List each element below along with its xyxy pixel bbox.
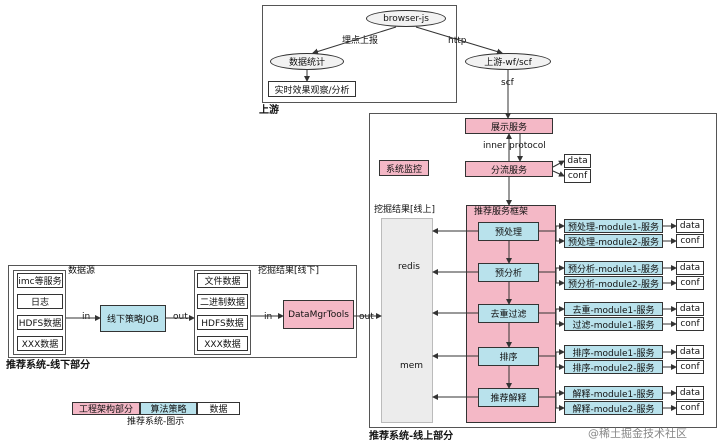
http-edge-label: http xyxy=(448,36,467,46)
edge-stage-modules xyxy=(539,349,565,357)
monitor-box: 系统监控 xyxy=(379,160,429,176)
mem-label: mem xyxy=(400,361,424,371)
browser-js-node: browser-js xyxy=(366,10,446,27)
split-service-box: 分流服务 xyxy=(465,161,553,177)
edge-stage-modules xyxy=(555,272,565,286)
stage-preprocess: 预处理 xyxy=(478,222,539,241)
edge-split-data xyxy=(552,160,565,168)
module-box: 预分析-module2-服务 xyxy=(564,276,663,290)
edge-stage-modules xyxy=(539,390,565,398)
watermark: @稀土掘金技术社区 xyxy=(588,427,687,440)
result-box: XXX数据 xyxy=(197,336,248,351)
storage-column xyxy=(381,218,433,423)
source-box: 日志 xyxy=(17,294,63,309)
legend-data: 数据 xyxy=(197,402,240,415)
results-frame xyxy=(194,270,251,355)
split-conf-box: conf xyxy=(564,169,591,183)
offline-job-box: 线下策略JOB xyxy=(100,305,166,332)
edge-stage-modules xyxy=(539,306,565,314)
legend-engineering: 工程架构部分 xyxy=(72,402,140,415)
edge-stage-modules xyxy=(555,356,565,370)
edge-stage-modules xyxy=(539,265,565,273)
report-edge-label: 埋点上报 xyxy=(342,36,379,46)
edge-report xyxy=(312,26,397,55)
module-box: 预处理-module2-服务 xyxy=(564,234,663,248)
in-edge-label: in xyxy=(82,312,91,322)
stats-node: 数据统计 xyxy=(270,53,344,70)
datamgr-box: DataMgrTools xyxy=(283,300,354,329)
result-box: HDFS数据 xyxy=(197,315,248,330)
in-edge-label-2: in xyxy=(264,312,273,322)
inner-protocol-label: inner protocol xyxy=(483,141,546,151)
source-label: 数据源 xyxy=(68,266,96,276)
upstream-title: 上游 xyxy=(259,105,279,116)
offline-title: 推荐系统-线下部分 xyxy=(6,360,91,371)
legend-caption: 推荐系统-图示 xyxy=(127,417,185,427)
source-box: HDFS数据 xyxy=(17,315,63,330)
edge-stage-modules xyxy=(555,231,565,244)
data-box: data xyxy=(676,261,704,275)
edge-stage-modules xyxy=(539,223,565,232)
conf-box: conf xyxy=(676,401,704,415)
edge-stage-modules xyxy=(555,313,565,327)
edge-split-conf xyxy=(552,170,565,177)
mining-offline-label: 挖掘结果[线下] xyxy=(258,266,320,276)
mining-online-label: 挖掘结果[线上] xyxy=(374,205,436,215)
framework-label: 推荐服务框架 xyxy=(474,207,529,217)
legend-algorithm: 算法策略 xyxy=(140,402,197,415)
module-box: 预处理-module1-服务 xyxy=(564,219,663,233)
redis-label: redis xyxy=(398,262,420,272)
conf-box: conf xyxy=(676,317,704,331)
edge-stage-modules xyxy=(555,397,565,411)
out-edge-label: out xyxy=(173,312,188,322)
module-box: 解释-module1-服务 xyxy=(564,386,663,400)
source-box: imc等服务 xyxy=(17,273,63,288)
realtime-box: 实时效果观察/分析 xyxy=(268,81,356,97)
module-box: 解释-module2-服务 xyxy=(564,401,663,415)
source-box: XXX数据 xyxy=(17,336,63,351)
data-box: data xyxy=(676,302,704,316)
result-box: 二进制数据 xyxy=(197,294,248,309)
edge-http xyxy=(415,26,503,55)
online-title: 推荐系统-线上部分 xyxy=(369,431,454,442)
scf-edge-label: scf xyxy=(501,78,514,88)
out-edge-label-2: out xyxy=(359,312,374,322)
result-box: 文件数据 xyxy=(197,273,248,288)
sources-frame xyxy=(13,270,66,355)
wfscf-node: 上游-wf/scf xyxy=(465,53,551,70)
